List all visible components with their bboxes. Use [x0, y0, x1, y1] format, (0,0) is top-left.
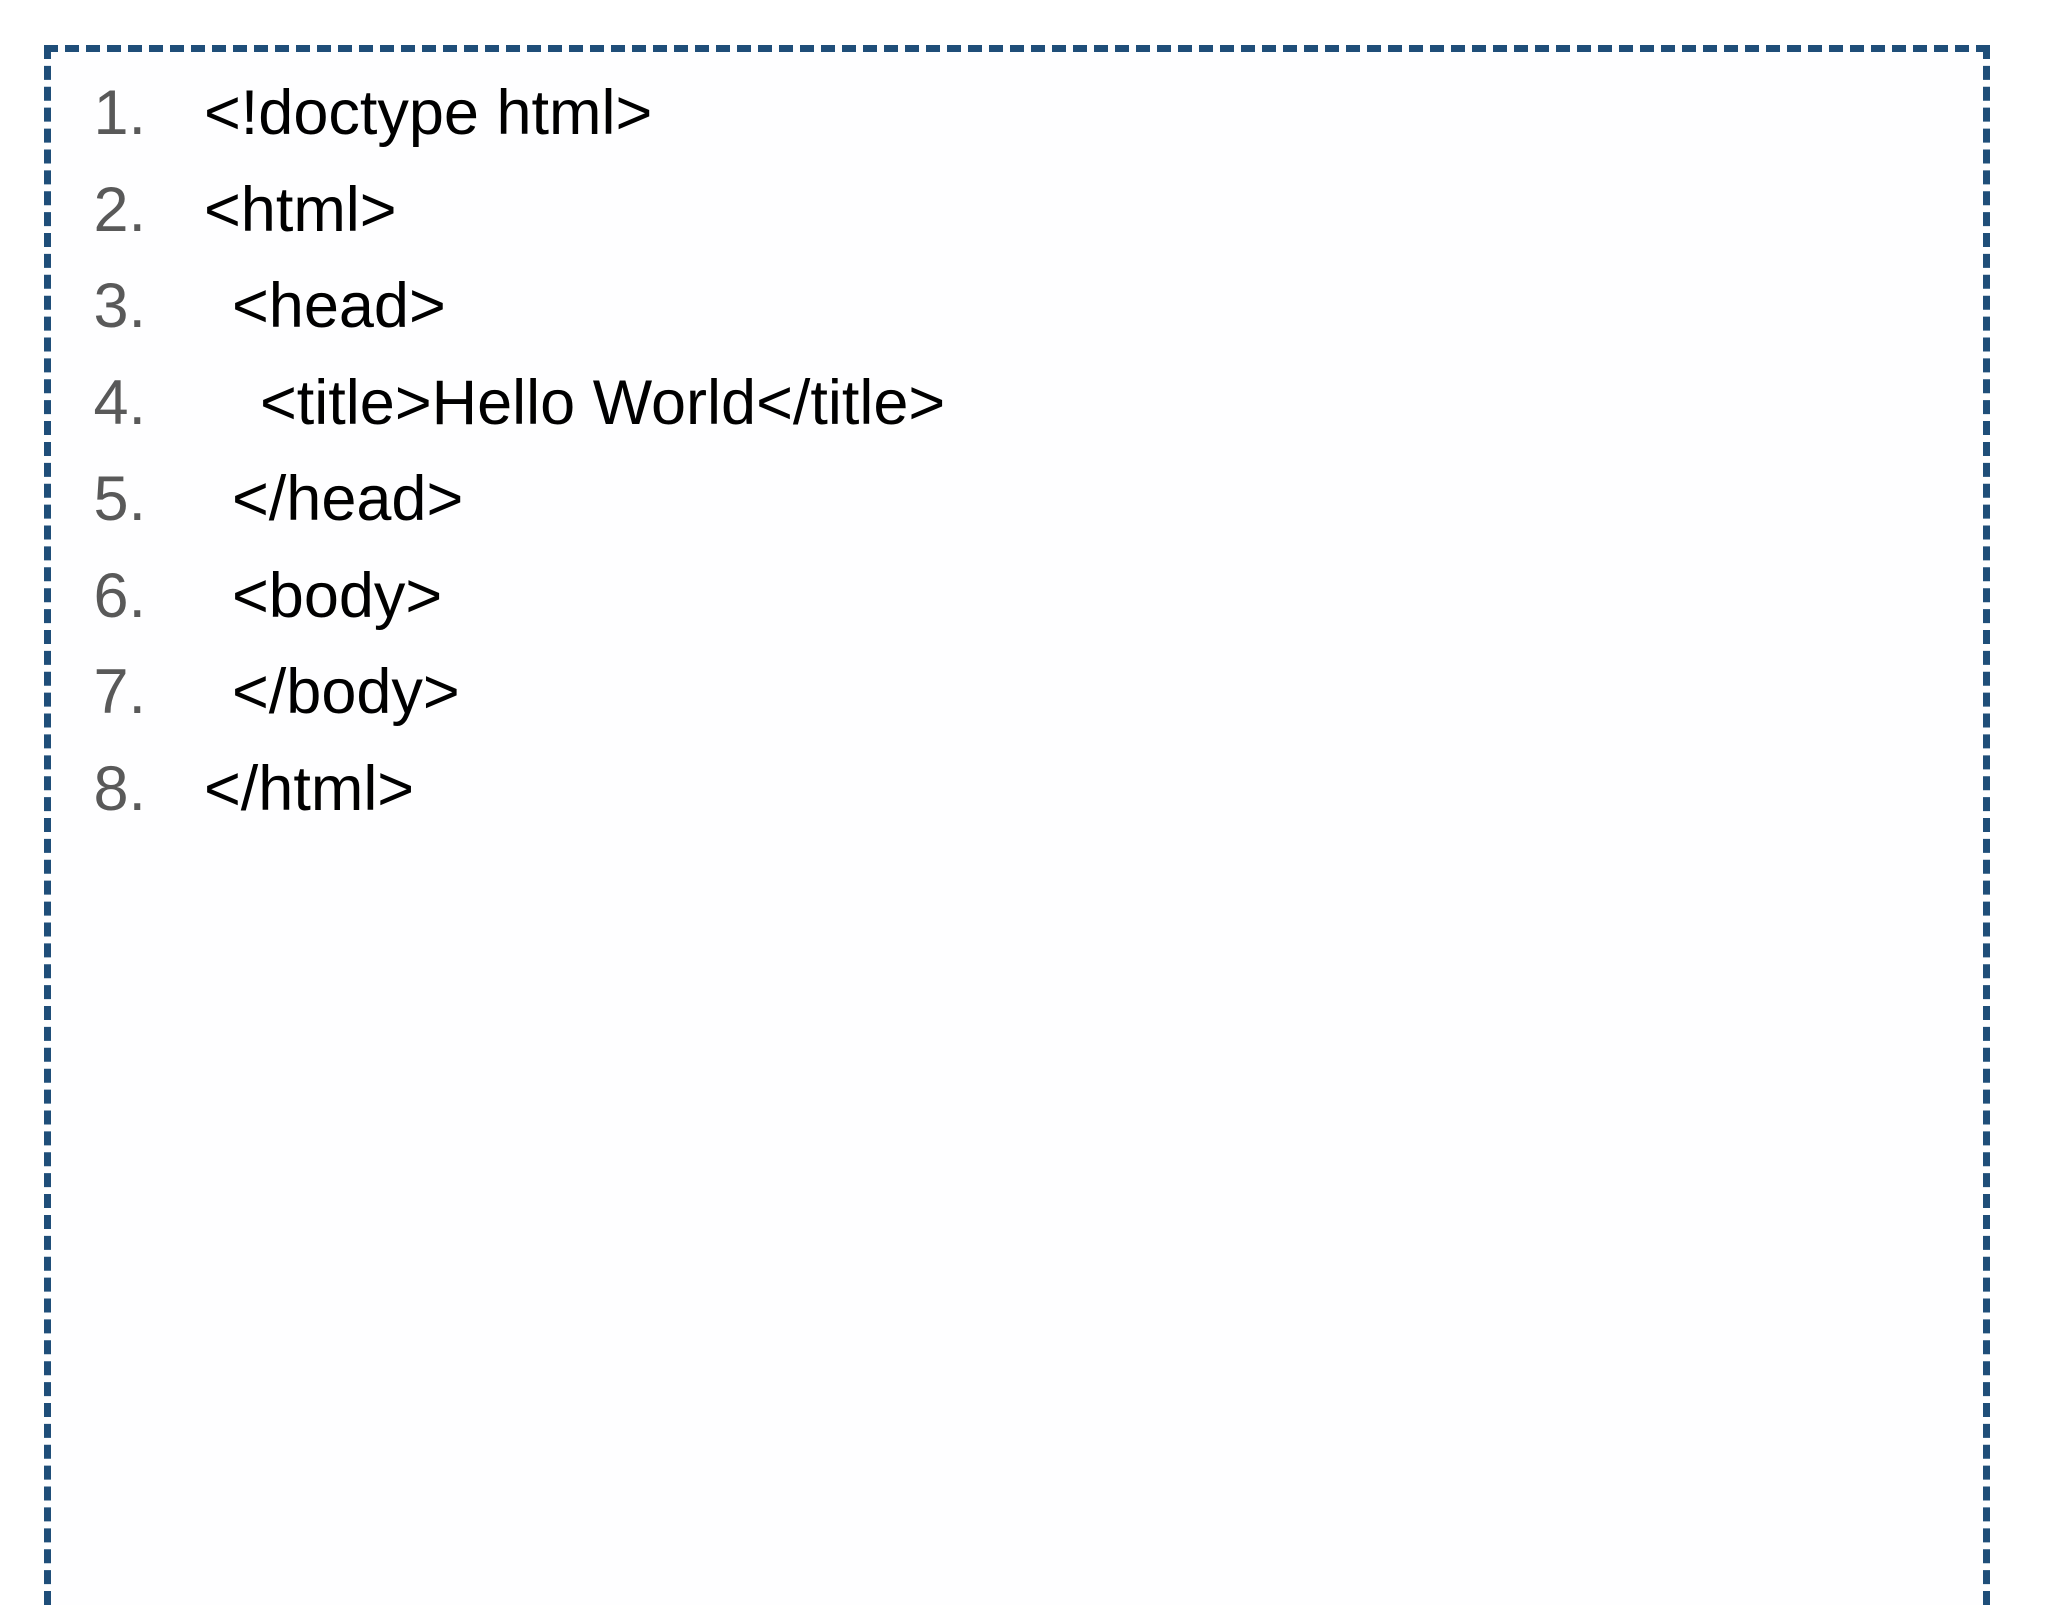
- line-number: 7.: [93, 657, 146, 727]
- code-line: 8. </html>: [51, 741, 1983, 838]
- line-code: <!doctype html>: [204, 78, 653, 148]
- code-line: 4. <title>Hello World</title>: [51, 355, 1983, 452]
- line-number: 6.: [93, 560, 146, 631]
- line-number: 4.: [93, 367, 146, 438]
- line-code: </head>: [232, 464, 464, 534]
- page-root: 1. <!doctype html> 2. <html> 3. <head> 4. <titl…: [44, 45, 1990, 1605]
- code-line: 3. <head>: [51, 258, 1983, 355]
- line-code: <html>: [204, 174, 397, 245]
- line-code: </html>: [204, 753, 415, 824]
- line-number: 2.: [93, 174, 146, 245]
- line-code: <body>: [232, 560, 443, 631]
- code-line: 7. </body>: [51, 644, 1983, 741]
- line-code: </body>: [232, 657, 460, 727]
- code-line: 6. <body>: [51, 548, 1983, 645]
- line-code: <head>: [232, 271, 446, 341]
- line-number: 3.: [93, 271, 146, 341]
- code-line: 1. <!doctype html>: [51, 65, 1983, 162]
- code-block-container: 1. <!doctype html> 2. <html> 3. <head> 4. <titl…: [44, 45, 1990, 1605]
- line-number: 5.: [93, 464, 146, 534]
- code-listing: 1. <!doctype html> 2. <html> 3. <head> 4. <titl…: [51, 52, 1983, 837]
- code-line: 5. </head>: [51, 451, 1983, 548]
- line-number: 8.: [93, 753, 146, 824]
- line-code: <title>Hello World</title>: [260, 367, 946, 438]
- code-line: 2. <html>: [51, 162, 1983, 259]
- line-number: 1.: [93, 78, 146, 148]
